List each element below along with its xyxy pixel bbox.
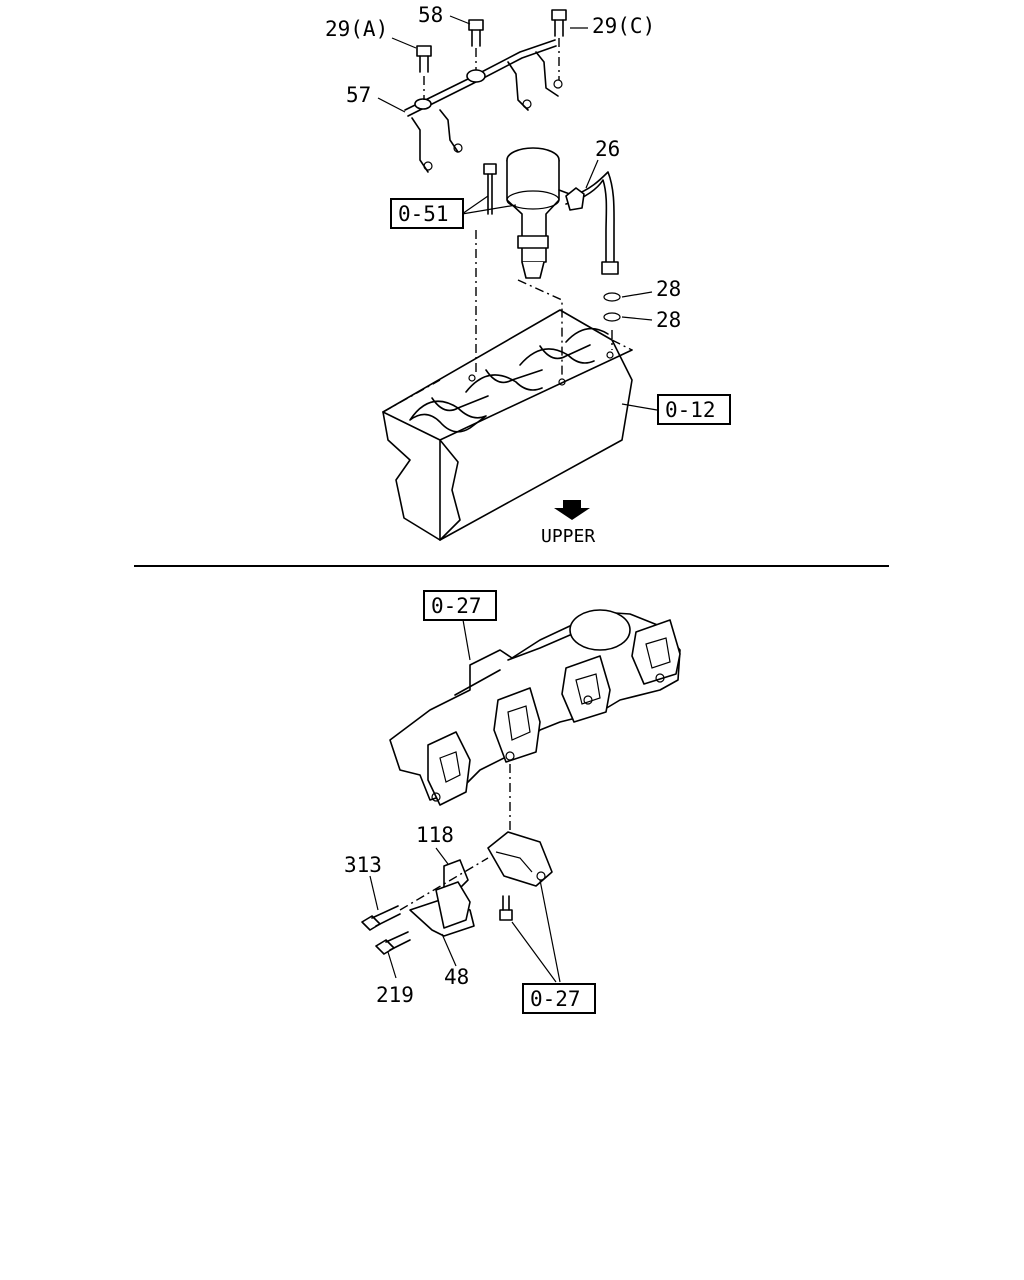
bolt-58 xyxy=(468,19,484,47)
bolt-29c xyxy=(551,9,567,37)
manifold-bracket xyxy=(487,831,553,887)
exhaust-manifold xyxy=(389,609,681,806)
ref-box-0-12[interactable] xyxy=(657,394,731,425)
callout-28-upper: 28 xyxy=(656,277,681,301)
direction-arrow-icon xyxy=(554,500,590,520)
leak-off-pipe xyxy=(565,171,619,275)
direction-label: UPPER xyxy=(541,526,595,547)
clamp-48 xyxy=(409,881,475,937)
bolt-219 xyxy=(375,931,411,955)
lower-view: 0-27 118 313 219 48 0-27 xyxy=(344,590,681,1014)
callout-29c: 29(C) xyxy=(592,14,655,38)
ref-label-0-27-top: 0-27 xyxy=(431,594,482,618)
ref-label-0-12: 0-12 xyxy=(665,398,716,422)
leak-off-rail xyxy=(404,39,563,173)
callout-57: 57 xyxy=(346,83,371,107)
bolt-29a xyxy=(416,45,432,73)
washer-lower xyxy=(603,312,621,322)
ref-label-0-51: 0-51 xyxy=(398,202,449,226)
callout-48: 48 xyxy=(444,965,469,989)
bracket-bolt xyxy=(499,895,513,921)
clip-118 xyxy=(443,859,469,893)
callout-26: 26 xyxy=(595,137,620,161)
washer-upper xyxy=(603,292,621,302)
bolt-313 xyxy=(361,905,401,931)
injector xyxy=(506,147,576,279)
ref-box-0-27-top[interactable] xyxy=(423,590,497,621)
callout-118: 118 xyxy=(416,823,454,847)
callout-29a: 29(A) xyxy=(325,17,388,41)
ref-label-0-27-bottom: 0-27 xyxy=(530,987,581,1011)
callout-313: 313 xyxy=(344,853,382,877)
cylinder-head-block xyxy=(382,309,633,541)
callout-219: 219 xyxy=(376,983,414,1007)
callout-58: 58 xyxy=(418,3,443,27)
callout-28-lower: 28 xyxy=(656,308,681,332)
ref-box-0-51[interactable] xyxy=(390,198,464,229)
clamp-bolt xyxy=(483,163,497,215)
ref-box-0-27-bottom[interactable] xyxy=(522,983,596,1014)
upper-view: 29(A) 58 29(C) 57 26 28 28 0-51 0-12 UPP… xyxy=(325,3,731,547)
